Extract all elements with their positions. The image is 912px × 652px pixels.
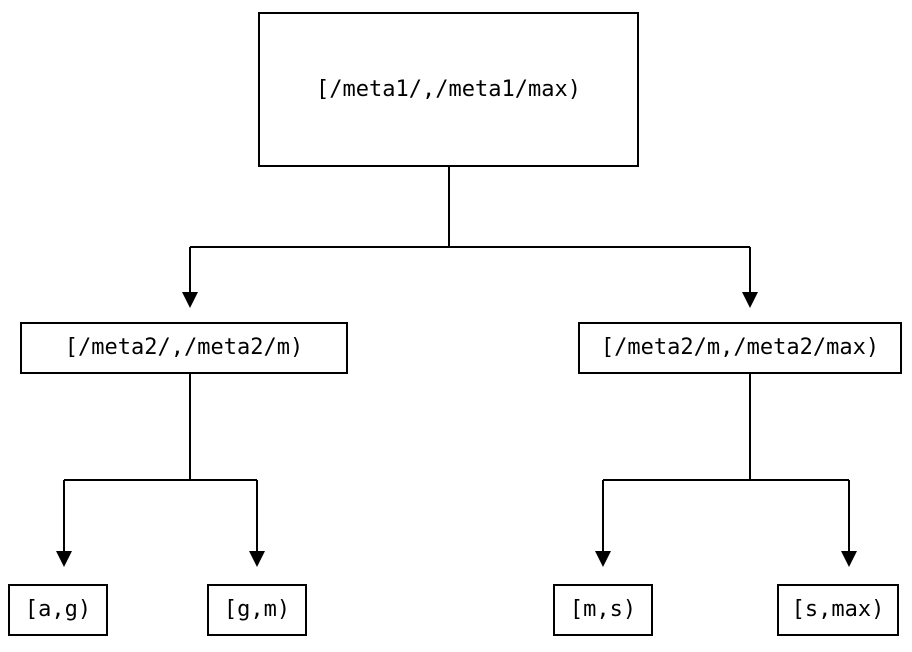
arrowhead-mid-left bbox=[182, 292, 198, 308]
node-root[interactable]: [/meta1/,/meta1/max) bbox=[258, 12, 639, 167]
node-leaf-1[interactable]: [a,g) bbox=[8, 584, 108, 636]
arrowhead-mid-right bbox=[742, 292, 758, 308]
node-leaf-3-label: [m,s) bbox=[569, 597, 637, 622]
node-root-label: [/meta1/,/meta1/max) bbox=[316, 76, 581, 102]
arrowhead-leaf-4 bbox=[841, 551, 857, 567]
node-mid-right-label: [/meta2/m,/meta2/max) bbox=[600, 335, 880, 360]
arrowhead-leaf-3 bbox=[595, 551, 611, 567]
node-leaf-3[interactable]: [m,s) bbox=[553, 584, 653, 636]
node-leaf-4-label: [s,max) bbox=[791, 597, 885, 622]
node-leaf-2[interactable]: [g,m) bbox=[207, 584, 307, 636]
node-mid-left-label: [/meta2/,/meta2/m) bbox=[64, 335, 304, 360]
node-mid-right[interactable]: [/meta2/m,/meta2/max) bbox=[578, 322, 902, 374]
arrowhead-leaf-2 bbox=[249, 551, 265, 567]
node-leaf-1-label: [a,g) bbox=[24, 597, 92, 622]
node-mid-left[interactable]: [/meta2/,/meta2/m) bbox=[20, 322, 348, 374]
arrowhead-leaf-1 bbox=[56, 551, 72, 567]
node-leaf-2-label: [g,m) bbox=[223, 597, 291, 622]
node-leaf-4[interactable]: [s,max) bbox=[777, 584, 899, 636]
